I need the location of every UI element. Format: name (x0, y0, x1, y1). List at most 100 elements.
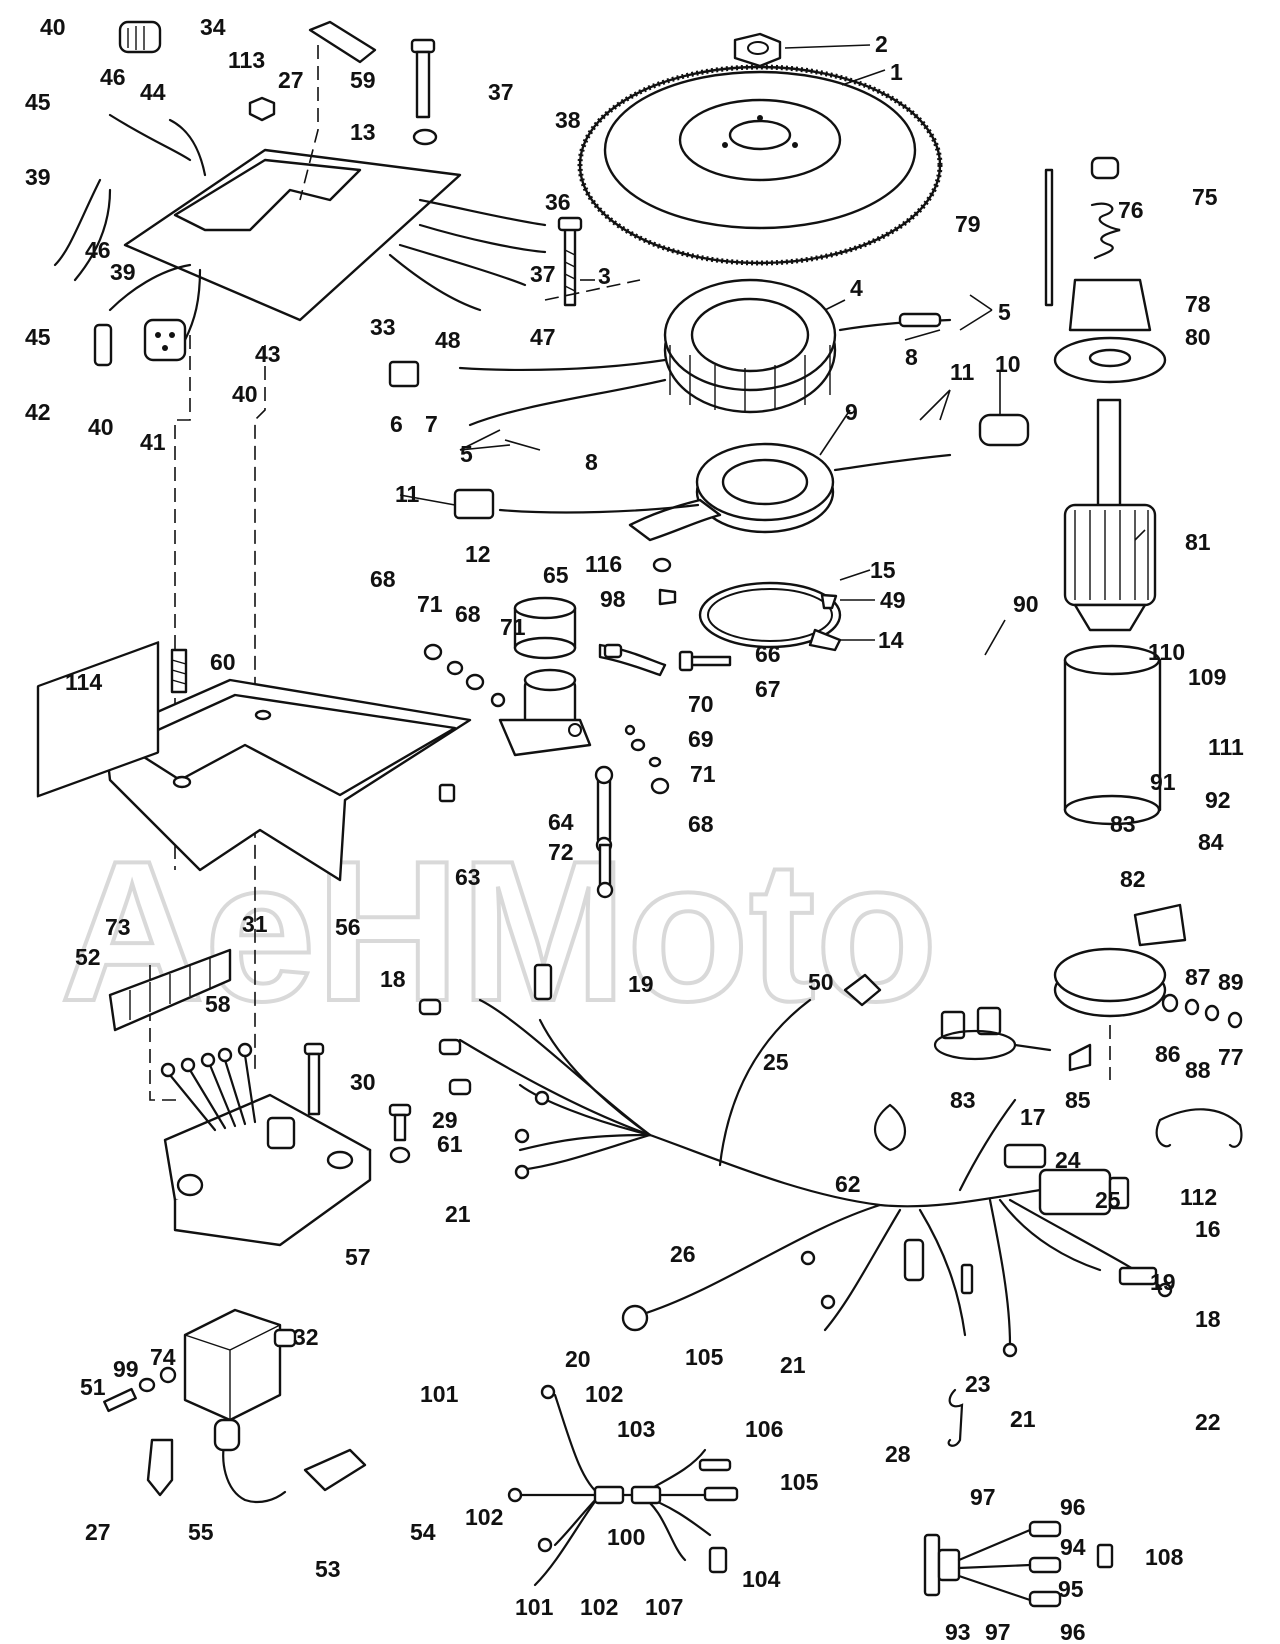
callout-73: 73 (105, 914, 131, 940)
cylinder-65 (513, 596, 577, 660)
callout-27-top: 27 (278, 67, 304, 93)
ignition-coil (183, 1308, 297, 1422)
callout-43: 43 (255, 341, 281, 367)
clip-112 (1155, 1108, 1243, 1148)
callout-45-top: 45 (25, 89, 51, 115)
callout-6: 6 (390, 411, 403, 437)
plug-93 (923, 1520, 1062, 1608)
callout-40-bottom: 40 (88, 414, 114, 440)
flywheel (577, 64, 943, 266)
callout-10: 10 (995, 351, 1021, 377)
callout-27-bottom: 27 (85, 1519, 111, 1545)
callout-97-bottom: 97 (985, 1619, 1011, 1644)
callout-101-bottom: 101 (515, 1594, 554, 1620)
callout-98: 98 (600, 586, 626, 612)
wiring-harness (458, 963, 1173, 1358)
fuse-108 (1096, 1543, 1114, 1569)
callout-44: 44 (140, 79, 166, 105)
callout-68-a: 68 (370, 566, 396, 592)
decal-114 (36, 641, 160, 798)
rectifier (163, 1093, 372, 1247)
callout-76: 76 (1118, 197, 1144, 223)
callout-34: 34 (200, 14, 226, 40)
callout-95: 95 (1058, 1576, 1084, 1602)
callout-25-top: 25 (763, 1049, 789, 1075)
callout-22: 22 (1195, 1409, 1221, 1435)
small-nuts-washers (423, 643, 670, 795)
callout-71-c: 71 (690, 761, 716, 787)
callout-47: 47 (530, 324, 556, 350)
callout-113: 113 (228, 47, 265, 73)
end-cap-brush-holder (1053, 903, 1187, 1018)
leader-lines (399, 44, 1146, 656)
sub-harness (507, 1384, 739, 1587)
callout-65: 65 (543, 562, 569, 588)
callout-103: 103 (617, 1416, 655, 1442)
callout-99: 99 (113, 1356, 139, 1382)
callout-40-top: 40 (40, 14, 66, 40)
callout-85: 85 (1065, 1087, 1091, 1113)
callout-50: 50 (808, 969, 834, 995)
washer-61 (389, 1146, 411, 1164)
callout-89: 89 (1218, 969, 1244, 995)
callout-1: 1 (890, 59, 903, 85)
connector-41 (143, 318, 187, 362)
starter-pinion-assembly (1053, 156, 1167, 384)
callout-58: 58 (205, 991, 231, 1017)
washer-74 (159, 1366, 177, 1384)
electrical-box (103, 678, 472, 882)
callout-80: 80 (1185, 324, 1211, 350)
callout-71-a: 71 (417, 591, 443, 617)
callout-24: 24 (1055, 1147, 1081, 1173)
callout-20: 20 (565, 1346, 591, 1372)
callout-40-mid: 40 (232, 381, 258, 407)
callout-78: 78 (1185, 291, 1211, 317)
callout-116: 116 (585, 551, 622, 577)
callout-90: 90 (1013, 591, 1039, 617)
callout-102-bottom: 102 (580, 1594, 618, 1620)
bracket-27-lower (146, 1438, 174, 1497)
callout-109: 109 (1188, 664, 1226, 690)
callout-48: 48 (435, 327, 461, 353)
callout-93: 93 (945, 1619, 971, 1644)
callout-100: 100 (607, 1524, 645, 1550)
callout-79: 79 (955, 211, 981, 237)
callout-71-b: 71 (500, 614, 526, 640)
callout-41: 41 (140, 429, 166, 455)
callout-51: 51 (80, 1374, 106, 1400)
callout-5-left: 5 (460, 441, 473, 467)
callout-83-a: 83 (1110, 811, 1136, 837)
callout-labels: 1 2 3 4 5 5 6 7 8 8 9 10 11 11 12 13 14 … (25, 14, 1244, 1644)
connector-42 (93, 323, 113, 367)
callout-30: 30 (350, 1069, 376, 1095)
callout-68-b: 68 (455, 601, 481, 627)
sensor-50 (843, 973, 882, 1007)
callout-53: 53 (315, 1556, 341, 1582)
callout-104: 104 (742, 1566, 781, 1592)
starter-frame (1063, 644, 1162, 826)
callout-84: 84 (1198, 829, 1224, 855)
callout-54: 54 (410, 1519, 436, 1545)
callout-21-mid: 21 (780, 1352, 806, 1378)
callout-46-bottom: 46 (85, 237, 111, 263)
terminal-block (108, 948, 232, 1032)
lead-55 (222, 1438, 287, 1504)
callout-46-top: 46 (100, 64, 126, 90)
boot-54 (303, 1448, 367, 1492)
callout-86: 86 (1155, 1041, 1181, 1067)
callout-36: 36 (545, 189, 571, 215)
callout-5-right: 5 (998, 299, 1011, 325)
callout-60: 60 (210, 649, 236, 675)
callout-56: 56 (335, 914, 361, 940)
callout-108: 108 (1145, 1544, 1184, 1570)
callout-101-top: 101 (420, 1381, 459, 1407)
callout-88: 88 (1185, 1057, 1211, 1083)
screw-49 (820, 593, 838, 610)
brush-clip (1068, 1043, 1092, 1072)
timer-base (628, 442, 835, 542)
callout-19-top: 19 (628, 971, 654, 997)
callout-59: 59 (350, 67, 376, 93)
callout-12: 12 (465, 541, 491, 567)
callout-33: 33 (370, 314, 396, 340)
callout-111: 111 (1208, 734, 1244, 760)
